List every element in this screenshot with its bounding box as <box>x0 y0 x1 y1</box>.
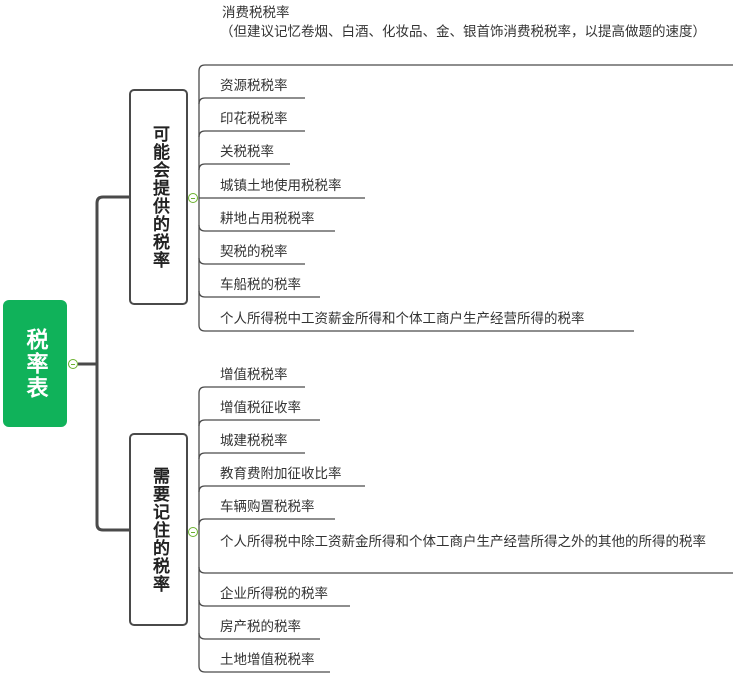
leaf-land-appreciation-tax[interactable]: 土地增值税税率 <box>220 652 315 668</box>
leaf-corporate-income-tax[interactable]: 企业所得税的税率 <box>220 586 328 602</box>
leaf-individual-income-tax-wages[interactable]: 个人所得税中工资薪金所得和个体工商户生产经营所得的税率 <box>220 311 585 327</box>
leaf-resource-tax[interactable]: 资源税税率 <box>220 78 288 94</box>
leaf-consumption-tax-note: （但建议记忆卷烟、白酒、化妆品、金、银首饰消费税税率，以提高做题的速度） <box>220 23 725 42</box>
leaf-property-tax[interactable]: 房产税的税率 <box>220 619 301 635</box>
leaf-vehicle-vessel-tax[interactable]: 车船税的税率 <box>220 277 301 293</box>
leaf-label: 消费税税率 <box>222 5 290 21</box>
leaf-education-surcharge[interactable]: 教育费附加征收比率 <box>220 466 342 482</box>
leaf-note: （但建议记忆卷烟、白酒、化妆品、金、银首饰消费税税率，以提高做题的速度） <box>220 24 706 40</box>
leaf-vehicle-purchase-tax[interactable]: 车辆购置税税率 <box>220 499 315 515</box>
leaf-vat-rate[interactable]: 增值税税率 <box>220 367 288 383</box>
collapse-group-1-icon[interactable] <box>188 193 198 203</box>
leaf-deed-tax[interactable]: 契税的税率 <box>220 244 288 260</box>
leaf-farmland-occupation-tax[interactable]: 耕地占用税税率 <box>220 211 315 227</box>
group-label: 可能会提供的税率 <box>149 125 169 269</box>
collapse-root-icon[interactable] <box>68 359 78 369</box>
group-node-must-remember[interactable]: 需要记住的税率 <box>129 433 188 626</box>
group-label: 需要记住的税率 <box>149 466 169 593</box>
group-node-possible-provided[interactable]: 可能会提供的税率 <box>129 89 188 305</box>
collapse-group-2-icon[interactable] <box>188 527 198 537</box>
leaf-consumption-tax[interactable]: 消费税税率 <box>222 4 722 23</box>
leaf-urban-construction-tax[interactable]: 城建税税率 <box>220 433 288 449</box>
leaf-customs-tax[interactable]: 关税税率 <box>220 144 274 160</box>
leaf-stamp-tax[interactable]: 印花税税率 <box>220 111 288 127</box>
leaf-vat-levy-rate[interactable]: 增值税征收率 <box>220 400 301 416</box>
root-label: 税率表 <box>22 327 48 400</box>
leaf-individual-income-tax-other[interactable]: 个人所得税中除工资薪金所得和个体工商户生产经营所得之外的其他的所得的税率 <box>220 534 706 550</box>
leaf-urban-land-use-tax[interactable]: 城镇土地使用税税率 <box>220 178 342 194</box>
root-node[interactable]: 税率表 <box>3 300 67 427</box>
